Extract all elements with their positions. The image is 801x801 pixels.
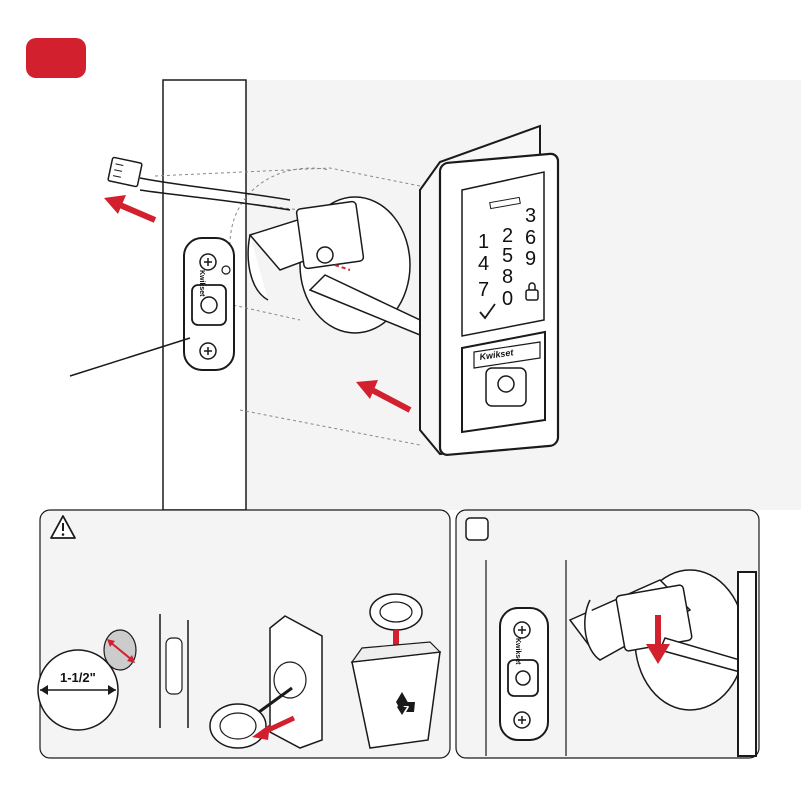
key-1[interactable]: 1 — [478, 231, 489, 253]
pull-cable-arrow — [104, 195, 155, 220]
key-0[interactable]: 0 — [502, 288, 513, 310]
latch-plate — [184, 238, 234, 370]
detail-latch-plate — [500, 608, 548, 740]
hole-detail — [104, 630, 136, 670]
key-4[interactable]: 4 — [478, 253, 489, 275]
detail-latch-brand-label: Kwikset — [514, 638, 521, 665]
key-8[interactable]: 8 — [502, 266, 513, 288]
bore-measurement — [38, 650, 118, 730]
latch-brand-label: Kwikset — [198, 270, 205, 297]
step-badge — [26, 38, 86, 78]
detail-step-badge — [466, 518, 488, 540]
key-3[interactable]: 3 — [525, 205, 536, 227]
key-9[interactable]: 9 — [525, 248, 536, 270]
bore-size-label: 1-1/2" — [60, 670, 96, 685]
key-6[interactable]: 6 — [525, 227, 536, 249]
key-2[interactable]: 2 — [502, 225, 513, 247]
cylinder-housing — [462, 332, 545, 432]
detail-door-frame — [738, 572, 756, 756]
key-5[interactable]: 5 — [502, 245, 513, 267]
key-7[interactable]: 7 — [478, 279, 489, 301]
